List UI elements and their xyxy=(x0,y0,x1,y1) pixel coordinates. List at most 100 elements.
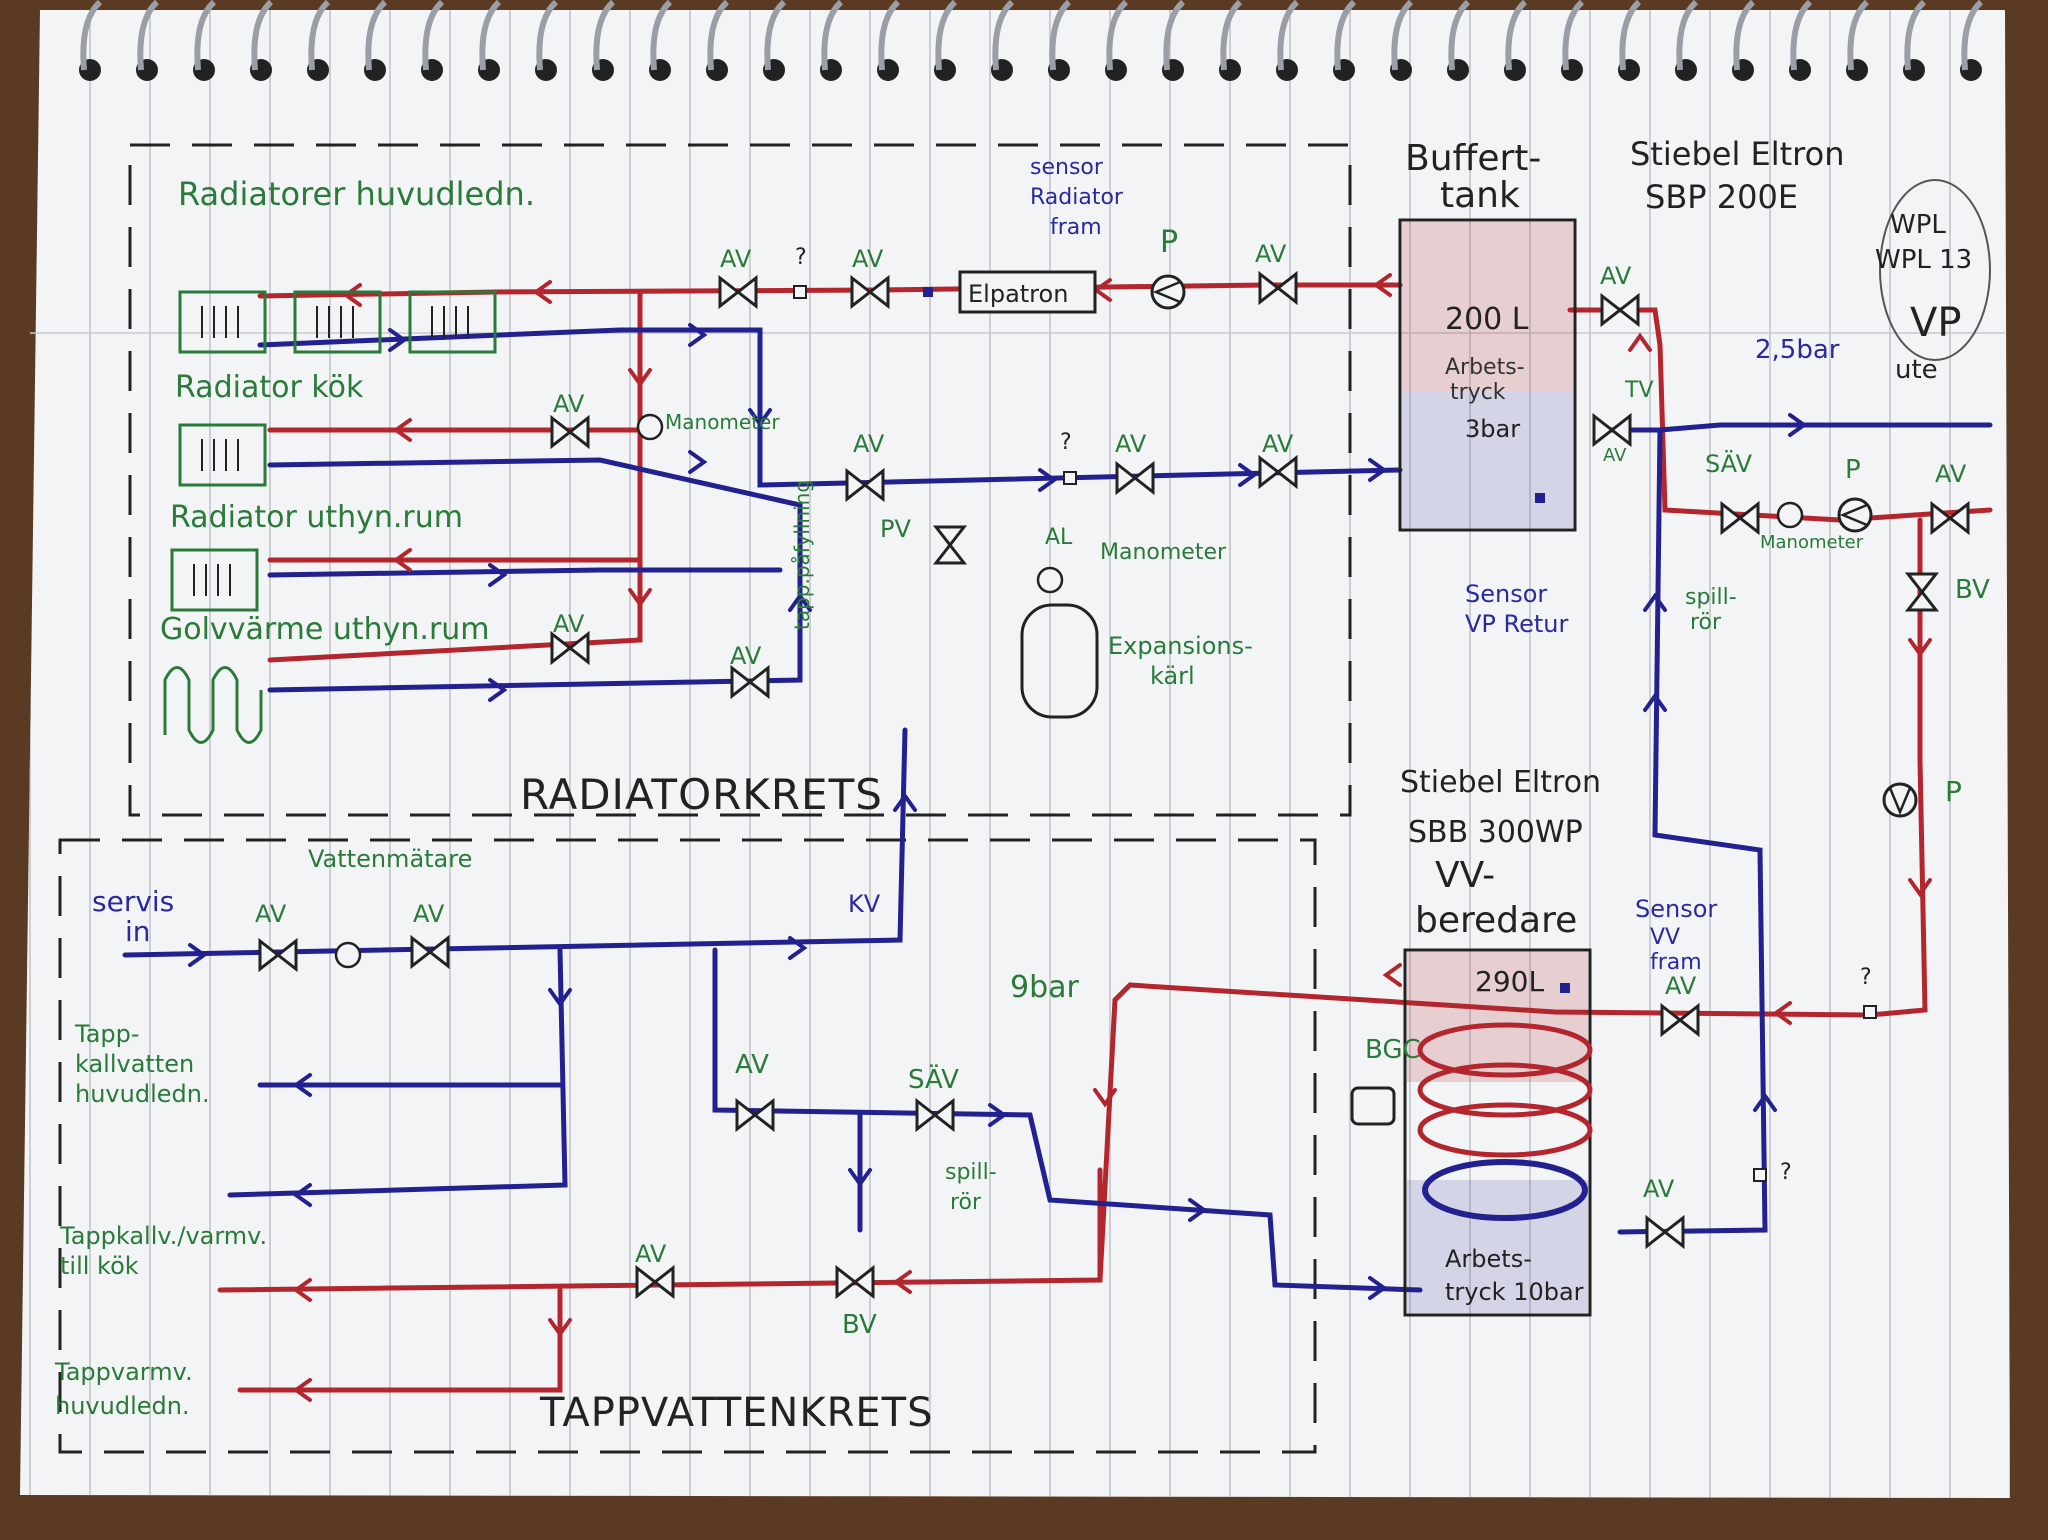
flow-arrow-icon xyxy=(628,368,652,388)
sensor-radiator-2: Radiator xyxy=(1030,185,1123,210)
spiral-ring xyxy=(593,0,616,71)
pump-icon xyxy=(1150,274,1186,310)
flow-arrow-icon xyxy=(292,1378,312,1402)
kitchen-line-1: Tappkallv./varmv. xyxy=(60,1222,268,1250)
sensor-vp-1: Sensor xyxy=(1465,580,1548,608)
shutoff-valve-icon xyxy=(718,274,758,310)
flow-arrow-icon xyxy=(788,592,812,612)
valve-label-sav: SÄV xyxy=(1705,450,1752,478)
shutoff-valve-icon xyxy=(550,630,590,666)
unknown-fitting-icon xyxy=(1753,1168,1767,1182)
spiral-ring xyxy=(1562,0,1585,71)
valve-label-av: AV xyxy=(1255,240,1287,268)
spiral-ring xyxy=(992,0,1015,71)
pump-label-p: P xyxy=(1945,775,1962,808)
flow-arrow-icon xyxy=(1753,1092,1777,1112)
valve-label-av: AV xyxy=(1643,1175,1675,1203)
hot-coil xyxy=(1417,1022,1593,1158)
spiral-ring xyxy=(1106,0,1129,71)
spill-tap-1: spill- xyxy=(945,1160,997,1185)
spill-vp-2: rör xyxy=(1690,610,1722,635)
valve-label-av: AV xyxy=(1603,445,1627,466)
service-in-2: in xyxy=(125,915,151,948)
sensor-icon xyxy=(1535,493,1545,503)
sensor-vv-1: Sensor xyxy=(1635,895,1718,923)
valve-label-av: AV xyxy=(255,900,287,928)
heat-pump-model-2: WPL 13 xyxy=(1875,245,1973,275)
shutoff-valve-icon xyxy=(850,274,890,310)
unknown-fitting-icon xyxy=(1863,1005,1877,1019)
water-heater-pressure-2: tryck 10bar xyxy=(1445,1278,1584,1306)
flow-arrow-icon xyxy=(1368,1276,1388,1300)
valve-label-av: AV xyxy=(1935,460,1967,488)
buffer-tank-model-2: SBP 200E xyxy=(1645,178,1799,216)
flow-arrow-icon xyxy=(688,450,708,474)
pump-icon xyxy=(1882,782,1918,818)
hot-main-1: Tappvarmv. xyxy=(55,1358,193,1386)
sensor-icon xyxy=(923,287,933,297)
valve-label-av: AV xyxy=(735,1050,769,1080)
valve-label-av: AV xyxy=(635,1240,667,1268)
spiral-ring xyxy=(1163,0,1186,71)
sensor-radiator-1: sensor xyxy=(1030,155,1103,180)
water-heater-model-1: Stiebel Eltron xyxy=(1400,765,1602,800)
tapp-fill-label: tapp.påfyllning xyxy=(790,479,814,630)
sensor-vv-3: fram xyxy=(1650,950,1702,975)
spill-vp-1: spill- xyxy=(1685,585,1737,610)
spiral-ring xyxy=(1619,0,1642,71)
kv-label: KV xyxy=(848,890,881,918)
flow-arrow-icon xyxy=(688,323,708,347)
spiral-ring xyxy=(1220,0,1243,71)
shutoff-valve-icon xyxy=(735,1097,775,1133)
buffer-tank-volume: 200 L xyxy=(1445,302,1529,337)
spiral-ring xyxy=(1448,0,1471,71)
heat-pump-type: VP xyxy=(1910,300,1962,346)
unknown-fitting-icon xyxy=(793,285,807,299)
flow-arrow-icon xyxy=(848,1168,872,1188)
expansion-label-1: Expansions- xyxy=(1108,632,1253,660)
valve-label-sav: SÄV xyxy=(908,1065,959,1095)
spiral-ring xyxy=(1334,0,1357,71)
spiral-ring xyxy=(1049,0,1072,71)
spiral-ring xyxy=(1505,0,1528,71)
valve-label-q: ? xyxy=(1780,1160,1792,1185)
shutoff-valve-icon xyxy=(1720,500,1760,536)
manometer-icon xyxy=(1036,566,1064,594)
flow-arrow-icon xyxy=(292,1183,312,1207)
cold-main-3: huvudledn. xyxy=(75,1080,210,1108)
flow-arrow-icon xyxy=(292,1278,312,1302)
spill-tap-2: rör xyxy=(950,1190,982,1215)
balancing-valve-icon xyxy=(835,1264,875,1300)
spiral-ring xyxy=(1676,0,1699,71)
shutoff-valve-icon xyxy=(550,414,590,450)
manometer-icon xyxy=(334,941,362,969)
valve-label-av: AV xyxy=(1262,430,1294,458)
flow-arrow-icon xyxy=(1643,592,1667,612)
flow-arrow-icon xyxy=(1038,468,1058,492)
shutoff-valve-icon xyxy=(730,664,770,700)
bgc-label: BGC xyxy=(1365,1035,1421,1065)
sensor-vv-2: VV xyxy=(1650,925,1681,950)
spiral-ring xyxy=(650,0,673,71)
radiator-zone-boundary xyxy=(128,143,1352,817)
spiral-ring xyxy=(1847,0,1870,71)
flow-arrow-icon xyxy=(1788,413,1808,437)
safety-valve-icon xyxy=(915,1097,955,1133)
spiral-ring xyxy=(365,0,388,71)
valve-label-av: AV xyxy=(1665,972,1697,1000)
flow-arrow-icon xyxy=(1382,963,1402,987)
pv-label: PV xyxy=(880,515,911,543)
spiral-ring xyxy=(1391,0,1414,71)
flow-arrow-icon xyxy=(1643,692,1667,712)
flow-arrow-icon xyxy=(548,1318,572,1338)
manometer-expansion-label: Manometer xyxy=(1100,540,1227,565)
flow-arrow-icon xyxy=(1372,273,1392,297)
pressure-relief-valve-icon xyxy=(932,525,968,565)
flow-arrow-icon xyxy=(1628,332,1652,352)
shutoff-valve-icon xyxy=(258,937,298,973)
balancing-valve-icon xyxy=(1904,572,1940,612)
valve-label-q: ? xyxy=(1860,965,1872,990)
valve-label-av: AV xyxy=(413,900,445,928)
